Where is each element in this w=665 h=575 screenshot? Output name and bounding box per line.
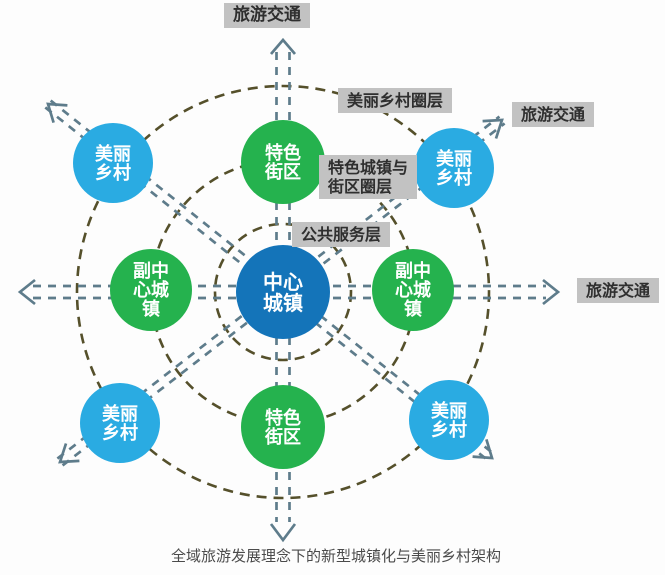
node-beautiful-village-top-right-label-line1: 美丽 (436, 148, 472, 170)
node-sub-center-town-right: 副中 心城 镇 (372, 249, 454, 331)
node-beautiful-village-bottom-left-circle (80, 383, 160, 463)
label-tourism-traffic-top-right: 旅游交通 (512, 102, 595, 127)
node-sub-center-town-right-label-line3: 镇 (404, 298, 422, 320)
node-beautiful-village-top-right-circle (414, 128, 494, 208)
node-beautiful-village-top-right-label-line2: 乡村 (436, 167, 472, 189)
arrowhead-up-icon (269, 37, 297, 55)
node-featured-street-bottom-label-line1: 特色 (265, 407, 301, 429)
node-featured-street-top-circle (241, 120, 325, 204)
arrowhead-bottom-left-icon (58, 443, 80, 464)
node-sub-center-town-right-label-line2: 心城 (395, 279, 431, 301)
node-beautiful-village-bottom-left-label-line1: 美丽 (102, 403, 138, 425)
axis-arrowheads (17, 37, 561, 543)
node-featured-street-top-label-line1: 特色 (265, 142, 301, 164)
ring-inner-circle (213, 222, 353, 362)
node-central-town-circle (236, 245, 330, 339)
node-beautiful-village-bottom-right-circle (409, 380, 489, 460)
arrowhead-top-left-icon (46, 102, 68, 123)
label-tourism-traffic-top: 旅游交通 (224, 3, 310, 28)
ring-outer-circle (75, 84, 491, 500)
node-beautiful-village-bottom-right-label-line1: 美丽 (431, 400, 467, 422)
node-sub-center-town-left-circle (110, 249, 192, 331)
node-beautiful-village-bottom-left: 美丽 乡村 (80, 383, 160, 463)
node-beautiful-village-top-right: 美丽 乡村 (414, 128, 494, 208)
label-beautiful-village-layer: 美丽乡村圈层 (338, 88, 453, 113)
node-beautiful-village-bottom-left-label-line2: 乡村 (102, 422, 138, 444)
diagram-caption: 全域旅游发展理念下的新型城镇化与美丽乡村架构 (170, 547, 502, 565)
node-featured-street-bottom-label-line2: 街区 (264, 426, 301, 448)
node-sub-center-town-left: 副中 心城 镇 (110, 249, 192, 331)
node-beautiful-village-bottom-right: 美丽 乡村 (409, 380, 489, 460)
node-beautiful-village-bottom-right-label-line2: 乡村 (431, 419, 467, 441)
node-featured-street-top: 特色 街区 (241, 120, 325, 204)
node-central-town-label-line1: 中心 (263, 270, 303, 294)
label-public-service-layer: 公共服务层 (292, 222, 391, 247)
node-beautiful-village-top-left: 美丽 乡村 (73, 123, 153, 203)
node-sub-center-town-left-label-line2: 心城 (133, 279, 169, 301)
node-sub-center-town-left-label-line3: 镇 (142, 298, 160, 320)
node-featured-street-bottom-circle (241, 385, 325, 469)
label-tourism-traffic-right: 旅游交通 (577, 278, 660, 303)
arrowhead-top-right-icon (482, 118, 504, 139)
arrowhead-left-icon (17, 278, 36, 306)
label-featured-town-street-layer-line1: 特色城镇与 (328, 158, 409, 177)
node-beautiful-village-top-left-circle (73, 123, 153, 203)
node-featured-street-bottom: 特色 街区 (241, 385, 325, 469)
node-featured-street-top-label-line2: 街区 (264, 161, 301, 183)
label-featured-town-street-layer-line2: 街区圈层 (328, 177, 393, 196)
arrowhead-down-icon (269, 523, 297, 543)
node-beautiful-village-top-left-label-line1: 美丽 (95, 143, 131, 165)
node-sub-center-town-right-label-line1: 副中 (395, 260, 431, 282)
node-sub-center-town-right-circle (372, 249, 454, 331)
arrowhead-right-icon (542, 278, 561, 306)
arrowhead-bottom-right-icon (472, 439, 494, 460)
label-featured-town-street-layer: 特色城镇与 街区圈层 (319, 155, 418, 199)
node-sub-center-town-left-label-line1: 副中 (133, 260, 169, 282)
node-central-town-label-line2: 城镇 (263, 291, 303, 315)
node-beautiful-village-top-left-label-line2: 乡村 (95, 162, 131, 184)
node-central-town: 中心 城镇 (236, 245, 330, 339)
